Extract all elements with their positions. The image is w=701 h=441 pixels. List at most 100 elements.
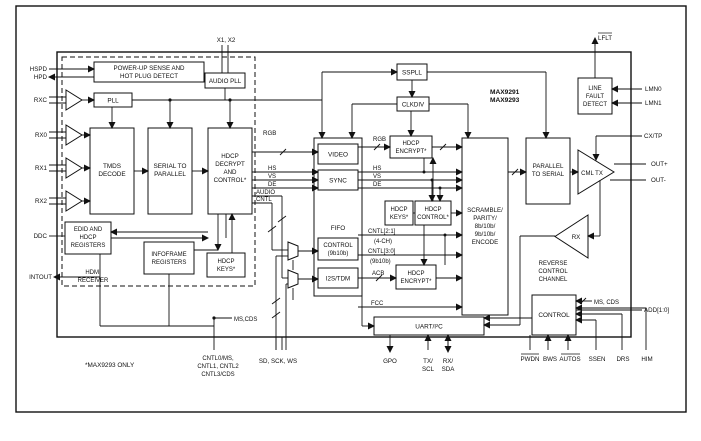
sig-hs-right: HS (373, 166, 381, 172)
input-buffers (65, 89, 83, 212)
hdcp-keys-left-label-2: KEYS* (217, 267, 236, 273)
pll-block: PLL (93, 92, 133, 108)
pin-tx: TX/ (423, 358, 433, 365)
sig-rgb-left: RGB (263, 130, 276, 137)
left-pins: HSPD HPD RXC RX0 RX1 RX2 DDC INTOUT (29, 66, 52, 281)
hdcp-encrypt-bottom-label-1: HDCP (407, 271, 424, 277)
video-label: VIDEO (328, 152, 348, 159)
hdcp-control-mid-label-2: CONTROL* (417, 215, 449, 221)
sig-ms-cds-right: MS, CDS (594, 300, 619, 306)
scramble-block: SCRAMBLE/ PARITY/ 8b/10b/ 9b/10b/ ENCODE (461, 137, 509, 316)
tmds-label-2: DECODE (98, 171, 125, 178)
pin-rxc: RXC (34, 97, 48, 104)
pin-rx2: RX2 (35, 198, 48, 205)
pin-sda: SDA (442, 366, 456, 373)
i2s-tdm-label: I2S/TDM (326, 276, 350, 283)
serial-to-parallel-block: SERIAL TO PARALLEL (147, 127, 193, 215)
cml-tx-label: CML TX (581, 171, 603, 177)
edid-block: EDID AND HDCP REGISTERS (64, 221, 112, 255)
pin-rx: RX/ (443, 358, 454, 365)
line-fault-label-1: LINE (588, 86, 601, 92)
part-name-2: MAX9293 (490, 97, 520, 104)
clkdiv-block: CLKDIV (396, 96, 430, 112)
hdcp-keys-mid-label-1: HDCP (390, 207, 407, 213)
pin-scl: SCL (422, 366, 435, 373)
hdmi-receiver-region (61, 56, 256, 287)
hdcp-control-mid-block: HDCP CONTROL* (414, 200, 452, 226)
pin-drs: DRS (616, 356, 629, 363)
pin-him: HIM (641, 356, 652, 363)
reverse-channel-label-2: CONTROL (538, 269, 568, 275)
rx1-buffer (65, 157, 83, 179)
edid-label-1: EDID AND (74, 227, 103, 233)
sig-hs-left: HS (268, 166, 276, 172)
scramble-label-5: ENCODE (472, 239, 498, 246)
pin-sd-sck-ws: SD, SCK, WS (259, 358, 297, 365)
chip-boundary (56, 51, 632, 338)
pin-bws: BWS (543, 356, 557, 363)
hdmi-receiver-label-1: HDMI (85, 270, 101, 276)
pin-add: ADD[1:0] (644, 307, 669, 314)
hdcp-encrypt-bottom-label-2: ENCRYPT* (401, 279, 433, 285)
rx0-buffer (65, 124, 83, 146)
pin-lmn0: LMN0 (645, 86, 662, 93)
pin-cntl-3: CNTL3/CDS (201, 372, 234, 378)
control-fifo-label-2: (9b10b) (328, 251, 349, 257)
powerup-block: POWER-UP SENSE AND HOT PLUG DETECT (93, 61, 205, 83)
control-right-label: CONTROL (538, 312, 570, 319)
hdcp-decrypt-label-4: CONTROL* (214, 177, 247, 184)
pin-cx-tp: CX/TP (644, 133, 662, 140)
hdcp-decrypt-label-2: DECRYPT (215, 161, 245, 168)
hdcp-encrypt-top-label-1: HDCP (402, 141, 419, 147)
rx2-buffer (65, 190, 83, 212)
infoframe-label-1: INFOFRAME (151, 252, 186, 258)
pin-hpd: HPD (34, 74, 48, 81)
parallel-to-serial-block: PARALLEL TO SERIAL (525, 137, 571, 205)
mux-audio (287, 269, 299, 289)
pin-out-plus: OUT+ (651, 161, 668, 168)
hdcp-keys-mid-block: HDCP KEYS* (384, 200, 414, 226)
line-fault-label-2: FAULT (586, 94, 605, 100)
sig-audio: AUDIO (256, 190, 275, 196)
tmds-decode-block: TMDS DECODE (89, 127, 135, 215)
sig-cntl30: CNTL[3:0] (368, 249, 396, 255)
sig-vs-left: VS (268, 174, 276, 180)
sig-rgb-right: RGB (373, 137, 386, 143)
line-fault-block: LINE FAULT DETECT (577, 77, 613, 115)
pin-pwdn: PWDN (521, 356, 540, 363)
hdcp-decrypt-block: HDCP DECRYPT AND CONTROL* (207, 127, 253, 215)
fifo-label: FIFO (331, 225, 346, 232)
reverse-channel-label-1: REVERSE (539, 261, 568, 267)
sig-de-left: DE (268, 182, 276, 188)
sig-4ch: (4-CH) (374, 239, 392, 245)
sig-ms-cds-left: MS,CDS (234, 317, 257, 323)
pin-ssen: SSEN (589, 356, 606, 363)
hdcp-decrypt-label-1: HDCP (221, 153, 239, 160)
hdcp-encrypt-top-block: HDCP ENCRYPT* (389, 135, 433, 159)
uart-block: UART/I²C (373, 316, 485, 336)
figure-frame (15, 5, 687, 413)
pin-rx0: RX0 (35, 132, 48, 139)
i2s-tdm-block: I2S/TDM (317, 267, 359, 289)
scramble-label-3: 8b/10b/ (475, 223, 496, 230)
control-right-block: CONTROL (531, 294, 577, 336)
line-fault-label-3: DETECT (583, 102, 607, 108)
pin-cntl-2: CNTL1, CNTL2 (197, 364, 239, 370)
pin-out-minus: OUT- (651, 177, 666, 184)
sig-acb: ACB (372, 271, 384, 277)
infoframe-label-2: REGISTERS (152, 260, 187, 266)
rx-buffer: RX (554, 214, 589, 259)
s2p-label-1: SERIAL TO (154, 163, 187, 170)
pin-lflt: LFLT (598, 35, 612, 42)
audio-pll-label: AUDIO PLL (209, 78, 242, 85)
control-fifo-label-1: CONTROL (323, 243, 353, 249)
video-block: VIDEO (317, 143, 359, 165)
pin-x1-x2: X1, X2 (217, 37, 236, 44)
control-fifo-block: CONTROL (9b10b) (317, 237, 359, 261)
pin-cntl-1: CNTL0/MS, (202, 356, 234, 362)
rx-label: RX (572, 234, 581, 241)
p2s-label-2: TO SERIAL (532, 171, 565, 178)
pin-lmn1: LMN1 (645, 100, 662, 107)
